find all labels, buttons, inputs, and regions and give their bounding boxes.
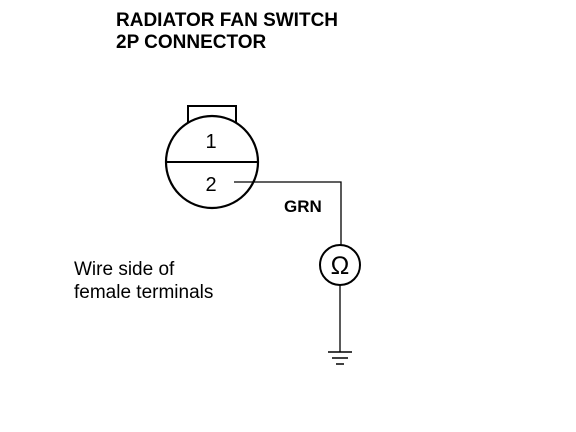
caption-line-1: Wire side of [74,259,175,280]
ground-icon [328,351,352,365]
title-line-1: RADIATOR FAN SWITCH [116,10,339,31]
caption-line-2: female terminals [74,282,214,303]
ohm-symbol: Ω [331,252,350,280]
diagram-title: RADIATOR FAN SWITCH 2P CONNECTOR [116,10,338,54]
terminal-2-label: 2 [205,174,216,196]
view-caption: Wire side of female terminals [74,258,213,304]
terminal-1-label: 1 [205,131,216,153]
wire-color-label: GRN [284,197,322,216]
connector-lock-tab [187,105,237,124]
wire-grn [234,181,342,245]
title-line-2: 2P CONNECTOR [116,32,267,53]
